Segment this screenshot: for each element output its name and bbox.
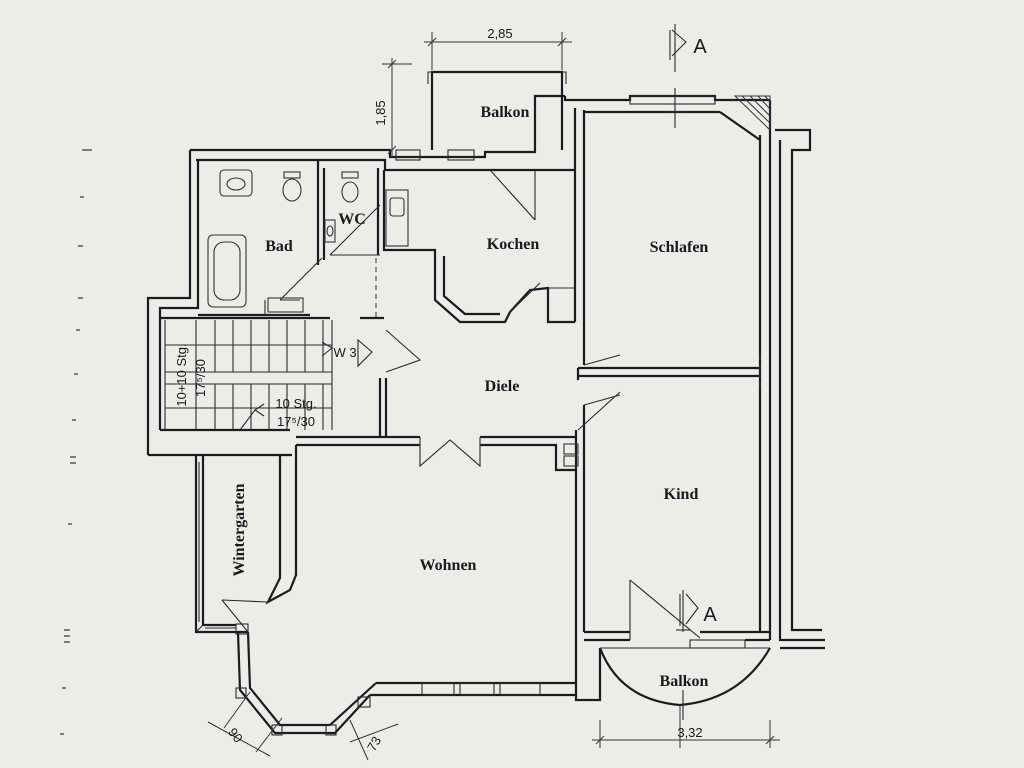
stair-flight2-count: 10 Stg. <box>275 396 316 411</box>
dashed-lines <box>375 258 761 390</box>
dim-top-depth: 1,85 <box>373 100 388 125</box>
label-wintergarten: Wintergarten <box>231 483 248 576</box>
unit-label: W 3 <box>333 345 356 360</box>
window-schlafen <box>629 95 716 105</box>
stair-flight1-count: 10+10 Stg. <box>174 343 189 406</box>
section-marker-bottom <box>676 590 699 720</box>
kitchen-fixtures <box>385 189 579 467</box>
staircase <box>164 320 373 431</box>
inner-walls <box>160 112 760 683</box>
label-wohnen: Wohnen <box>420 557 477 574</box>
hatched-corner <box>733 95 771 132</box>
label-kind: Kind <box>664 486 699 503</box>
stair-flight1-size: 17⁵/30 <box>193 359 208 397</box>
label-bad: Bad <box>265 238 293 255</box>
label-diele: Diele <box>485 378 520 395</box>
margin-ticks <box>60 149 92 735</box>
window-wohnen <box>421 682 541 696</box>
dim-bay-right: 73 <box>364 734 384 754</box>
label-kochen: Kochen <box>487 236 540 253</box>
label-balkon-bottom: Balkon <box>660 673 709 690</box>
section-label-bottom: A <box>703 604 717 626</box>
dim-top-width: 2,85 <box>487 26 512 41</box>
label-wc: WC <box>338 211 366 228</box>
doors <box>221 204 701 640</box>
wintergarten-glazing <box>198 462 236 629</box>
dimension-lines <box>207 32 780 761</box>
section-marker-top <box>668 24 687 128</box>
section-label-top: A <box>693 36 707 58</box>
label-schlafen: Schlafen <box>650 239 709 256</box>
bathroom-fixtures <box>207 169 304 313</box>
wc-fixtures <box>324 171 359 243</box>
label-balkon-top: Balkon <box>481 104 530 121</box>
balcony-top <box>395 70 567 221</box>
stair-flight2-size: 17⁵/30 <box>277 414 315 429</box>
dim-bottom-width: 3,32 <box>677 725 702 740</box>
